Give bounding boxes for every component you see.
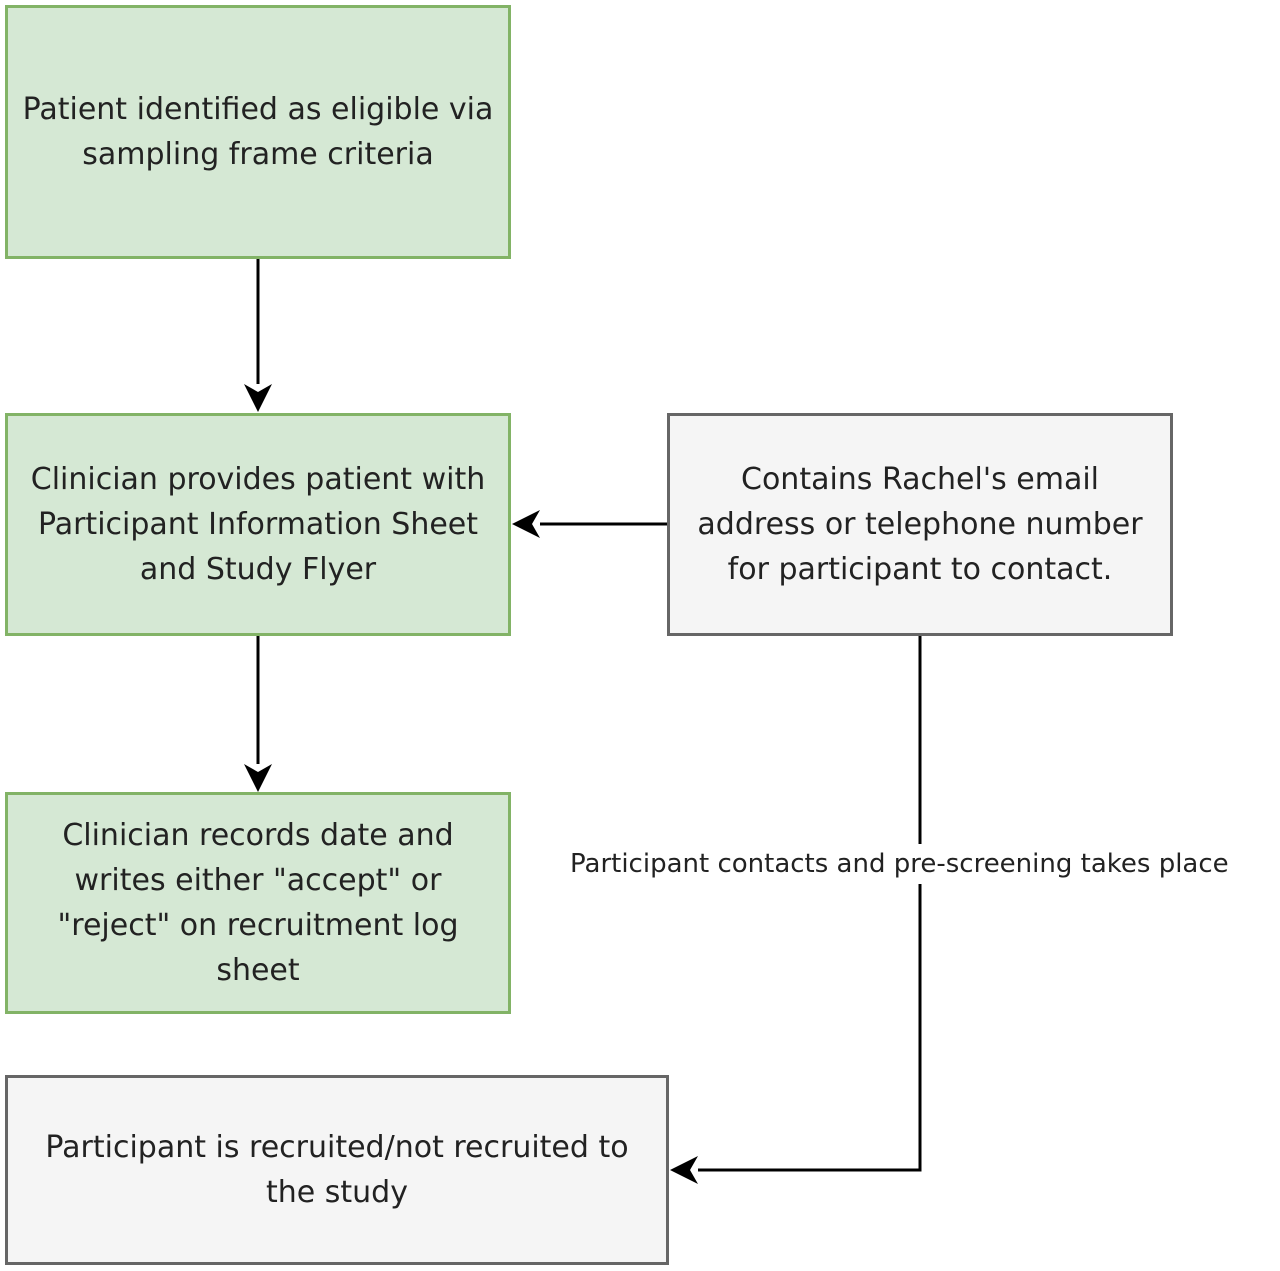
arrow-contact-to-recruited xyxy=(670,636,922,1184)
node-provides-info: Clinician provides patient with Particip… xyxy=(5,413,511,636)
node-contact-info: Contains Rachel's email address or telep… xyxy=(667,413,1173,636)
node-eligible: Patient identified as eligible via sampl… xyxy=(5,5,511,259)
node-contact-info-text: Contains Rachel's email address or telep… xyxy=(697,462,1143,587)
node-recruited-text: Participant is recruited/not recruited t… xyxy=(45,1130,629,1210)
arrow-eligible-to-provides xyxy=(244,258,272,412)
node-records-log: Clinician records date and writes either… xyxy=(5,792,511,1014)
arrow-provides-to-records xyxy=(244,636,272,792)
node-eligible-text: Patient identified as eligible via sampl… xyxy=(22,92,494,172)
node-recruited: Participant is recruited/not recruited t… xyxy=(5,1075,669,1265)
arrow-contact-to-provides xyxy=(512,510,668,538)
node-provides-info-text: Clinician provides patient with Particip… xyxy=(30,462,486,587)
edge-label-prescreening: Participant contacts and pre-screening t… xyxy=(570,844,1278,884)
node-records-log-text: Clinician records date and writes either… xyxy=(57,818,459,988)
